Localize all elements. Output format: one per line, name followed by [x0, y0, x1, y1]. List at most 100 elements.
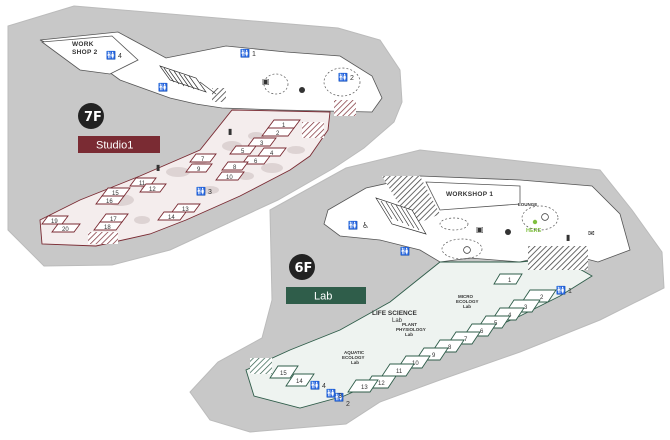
floor-6f-wall-hatch	[250, 358, 272, 374]
workshop-2-label: WORK SHOP 2	[72, 41, 98, 56]
svg-text:7: 7	[201, 157, 205, 163]
floor-6f-stairs	[375, 197, 427, 235]
svg-text:3: 3	[260, 141, 264, 147]
you-are-here-label: HERE	[526, 228, 542, 234]
room-7f-10[interactable]: 10	[215, 171, 245, 181]
floor-6f-restroom-2: 2	[346, 401, 350, 408]
workshop-1-room	[425, 181, 521, 211]
fire-extinguisher-icon: ▮	[228, 127, 232, 136]
room-6f-11[interactable]: 11	[381, 363, 415, 377]
floor-7f-badge	[78, 103, 104, 129]
room-7f-8[interactable]: 8	[221, 161, 249, 171]
svg-text:3: 3	[524, 305, 528, 311]
floor-7f-marker	[299, 87, 305, 93]
room-7f-2[interactable]: 2	[261, 127, 295, 137]
restroom-icon: 🚻	[106, 50, 116, 60]
room-7f-6[interactable]: 6	[241, 155, 271, 165]
room-6f-2[interactable]: 2	[521, 289, 557, 303]
elevator-icon: ▣	[262, 77, 270, 86]
floor-7f-badge-text: 7F	[84, 110, 102, 125]
floor-6f-label-box[interactable]	[286, 287, 366, 304]
svg-text:7: 7	[464, 337, 468, 343]
svg-text:12: 12	[378, 381, 385, 387]
svg-text:13: 13	[182, 207, 189, 213]
floor-7f-open-area	[263, 73, 289, 95]
room-7f-5[interactable]: 5	[229, 145, 257, 155]
room-6f-13[interactable]: 13	[347, 379, 379, 393]
room-7f-16[interactable]: 16	[95, 195, 125, 205]
micro-ecology-label: MICRO ECOLOGY Lab	[456, 294, 480, 309]
svg-text:8: 8	[233, 165, 237, 171]
floor-6f: WORKSHOP 1 LOUNGE HERE 🚻 ♿ 🚻 ▣ ▮ ✉ 🚻 1 🚻…	[189, 149, 665, 433]
info-icon[interactable]	[463, 246, 471, 254]
floor-7f-label: Studio1	[96, 140, 133, 152]
svg-text:9: 9	[197, 167, 201, 173]
lounge-label: LOUNGE	[518, 202, 537, 207]
svg-text:19: 19	[51, 219, 58, 225]
room-7f-14[interactable]: 14	[157, 211, 187, 221]
room-7f-20[interactable]: 20	[51, 223, 81, 233]
svg-text:15: 15	[112, 191, 119, 197]
floor-7f-restroom-1: 1	[252, 51, 256, 58]
you-are-here-marker: HERE	[526, 219, 542, 234]
restroom-icon: 🚻	[158, 82, 168, 92]
restroom-icon: 🚻	[338, 72, 348, 82]
floor-6f-marker	[505, 229, 511, 235]
elevator-icon: ▣	[476, 225, 484, 234]
svg-text:5: 5	[241, 149, 245, 155]
floor-7f-wall-hatch	[302, 122, 324, 138]
floor-7f-restroom-3: 3	[208, 189, 212, 196]
floor-6f-open-area	[441, 238, 483, 260]
floor-7f-rooms: 1 2 3 4 5 6 7	[41, 119, 301, 233]
svg-text:6: 6	[254, 159, 258, 165]
floor-6f-restroom-1: 1	[568, 288, 572, 295]
svg-text:14: 14	[296, 379, 303, 385]
floor-7f-restroom-4: 4	[118, 53, 122, 60]
room-7f-3[interactable]: 3	[247, 137, 277, 147]
floor-6f-label: Lab	[314, 291, 332, 303]
room-6f-14[interactable]: 14	[285, 373, 315, 387]
workshop-1-label: WORKSHOP 1	[446, 191, 493, 198]
room-7f-4[interactable]: 4	[257, 147, 287, 157]
svg-text:9: 9	[432, 353, 436, 359]
svg-text:15: 15	[280, 371, 287, 377]
workshop-2-line2: SHOP 2	[72, 49, 98, 56]
room-7f-9[interactable]: 9	[185, 163, 213, 173]
room-7f-13[interactable]: 13	[171, 203, 201, 213]
svg-text:2: 2	[540, 295, 544, 301]
floor-7f-restroom-2: 2	[350, 75, 354, 82]
svg-text:1: 1	[508, 278, 512, 284]
svg-text:20: 20	[62, 227, 69, 233]
svg-text:8: 8	[448, 345, 452, 351]
room-7f-7[interactable]: 7	[189, 153, 217, 163]
room-7f-12[interactable]: 12	[139, 183, 167, 193]
floor-7f: WORK SHOP 2 🚻 4 🚻 🚻 1 🚻 2 🚻 3 ▣ ▮ ▮	[7, 5, 403, 267]
info-icon[interactable]	[541, 213, 549, 221]
accessible-restroom-icon: ♿	[362, 221, 369, 230]
floor-7f-stairs	[159, 65, 217, 95]
restroom-icon: 🚻	[556, 285, 566, 295]
svg-text:14: 14	[168, 215, 175, 221]
svg-text:13: 13	[361, 385, 368, 391]
floor-7f-wall-hatch	[212, 88, 226, 102]
floor-6f-open-area	[521, 205, 559, 231]
svg-text:2: 2	[276, 131, 280, 137]
room-6f-1[interactable]: 1	[493, 273, 523, 285]
restroom-icon: 🚻	[196, 186, 206, 196]
room-6f-15[interactable]: 15	[269, 365, 299, 379]
plant-physiology-label: PLANT PHYSIOLOGY Lab	[396, 322, 427, 337]
svg-text:16: 16	[106, 199, 113, 205]
fire-extinguisher-icon: ▮	[156, 163, 160, 172]
floor-6f-restroom-3: 3	[338, 393, 342, 400]
svg-text:17: 17	[110, 217, 117, 223]
floor-7f-wall-hatch	[334, 100, 356, 116]
floor-6f-open-area	[439, 217, 469, 231]
room-7f-18[interactable]: 18	[93, 221, 123, 231]
floor-7f-label-box[interactable]	[78, 136, 160, 153]
aquatic-ecology-label: AQUATIC ECOLOGY Lab	[342, 350, 366, 365]
restroom-icon: 🚻	[240, 48, 250, 58]
restroom-icon: 🚻	[348, 220, 358, 230]
floor-6f-rooms: 1 2 3 4 5 6 7	[269, 273, 557, 393]
floor-6f-badge-text: 6F	[295, 261, 313, 276]
